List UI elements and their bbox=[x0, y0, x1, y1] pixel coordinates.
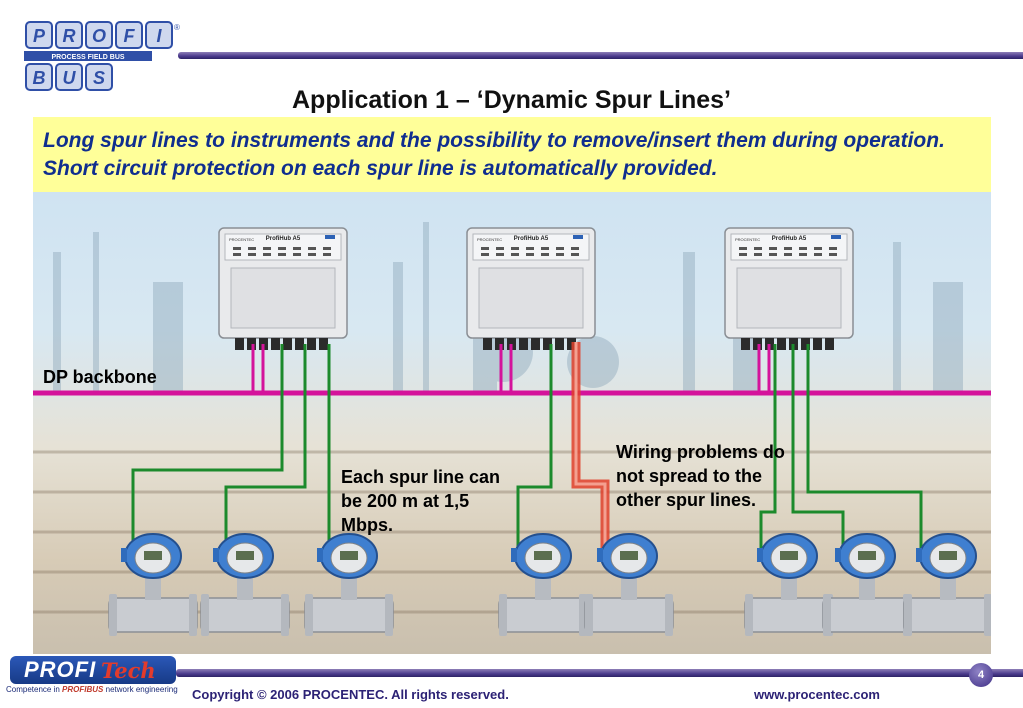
hub-brand: PROCENTEC bbox=[229, 237, 254, 242]
page-number: 4 bbox=[969, 663, 993, 687]
hub-name: ProfiHub A5 bbox=[266, 236, 301, 242]
tagline-brand: PROFIBUS bbox=[62, 685, 104, 694]
spur-line bbox=[131, 344, 284, 548]
spur-line bbox=[224, 344, 307, 548]
header-rule bbox=[178, 52, 1023, 59]
refinery-photo: PROCENTEC ProfiHub A5 PROCENTEC ProfiHub A5… bbox=[33, 192, 991, 654]
spur-line bbox=[516, 344, 553, 548]
logo-band-text: PROCESS FIELD BUS bbox=[51, 54, 124, 61]
logo-letter: B bbox=[33, 68, 46, 88]
flowmeter-instrument bbox=[498, 533, 588, 636]
profihub-a5: PROCENTEC ProfiHub A5 bbox=[218, 227, 348, 350]
flowmeter-instrument bbox=[108, 533, 198, 636]
logo-tile: U bbox=[55, 63, 83, 91]
footer-rule bbox=[176, 669, 1023, 677]
profihub-a5: PROCENTEC ProfiHub A5 bbox=[466, 227, 596, 350]
logo-tile: P bbox=[25, 21, 53, 49]
hub-name: ProfiHub A5 bbox=[772, 236, 807, 242]
flowmeter-instrument bbox=[304, 533, 394, 636]
flowmeter-instrument bbox=[903, 533, 991, 636]
logo-tile: S bbox=[85, 63, 113, 91]
profitech-logo: PROFI Tech Competence in PROFIBUS networ… bbox=[4, 656, 178, 696]
footer-url[interactable]: www.procentec.com bbox=[754, 687, 880, 702]
logo-letter: R bbox=[63, 26, 76, 46]
spur-line bbox=[791, 344, 845, 548]
spur-line bbox=[759, 344, 777, 548]
profitech-tech: Tech bbox=[101, 658, 156, 683]
logo-letter: O bbox=[92, 26, 106, 46]
footer-copyright: Copyright © 2006 PROCENTEC. All rights r… bbox=[192, 687, 509, 702]
hub-name: ProfiHub A5 bbox=[514, 236, 549, 242]
callout-box: Long spur lines to instruments and the p… bbox=[33, 117, 991, 192]
logo-letter: I bbox=[156, 26, 162, 46]
spur-length-note: Each spur line can be 200 m at 1,5 Mbps. bbox=[341, 467, 501, 535]
logo-tile: R bbox=[55, 21, 83, 49]
logo-mark: ® bbox=[174, 23, 180, 32]
logo-tile: B bbox=[25, 63, 53, 91]
profitech-profi: PROFI bbox=[24, 657, 97, 682]
hub-brand: PROCENTEC bbox=[735, 237, 760, 242]
logo-letter: S bbox=[93, 68, 105, 88]
profitech-tagline: Competence in PROFIBUS network engineeri… bbox=[6, 685, 178, 694]
spur-line bbox=[806, 344, 923, 548]
logo-letter: F bbox=[124, 26, 136, 46]
profitech-badge: PROFI Tech bbox=[10, 656, 176, 684]
logo-letter: U bbox=[63, 68, 77, 88]
logo-tile: I bbox=[145, 21, 173, 49]
backbone-label: DP backbone bbox=[43, 367, 157, 387]
flowmeter-instrument bbox=[200, 533, 290, 636]
flowmeter-instrument bbox=[584, 533, 674, 636]
flowmeter-instrument bbox=[822, 533, 912, 636]
logo-tile: F bbox=[115, 21, 143, 49]
profihub-a5: PROCENTEC ProfiHub A5 bbox=[724, 227, 854, 350]
logo-tile: O bbox=[85, 21, 113, 49]
logo-letter: P bbox=[33, 26, 46, 46]
tagline-post: network engineering bbox=[105, 685, 178, 694]
wiring-problem-note: Wiring problems do not spread to the oth… bbox=[616, 442, 785, 510]
slide-title: Application 1 – ‘Dynamic Spur Lines’ bbox=[292, 86, 731, 114]
flowmeter-instrument bbox=[744, 533, 834, 636]
tagline-pre: Competence in bbox=[6, 685, 60, 694]
hub-brand: PROCENTEC bbox=[477, 237, 502, 242]
